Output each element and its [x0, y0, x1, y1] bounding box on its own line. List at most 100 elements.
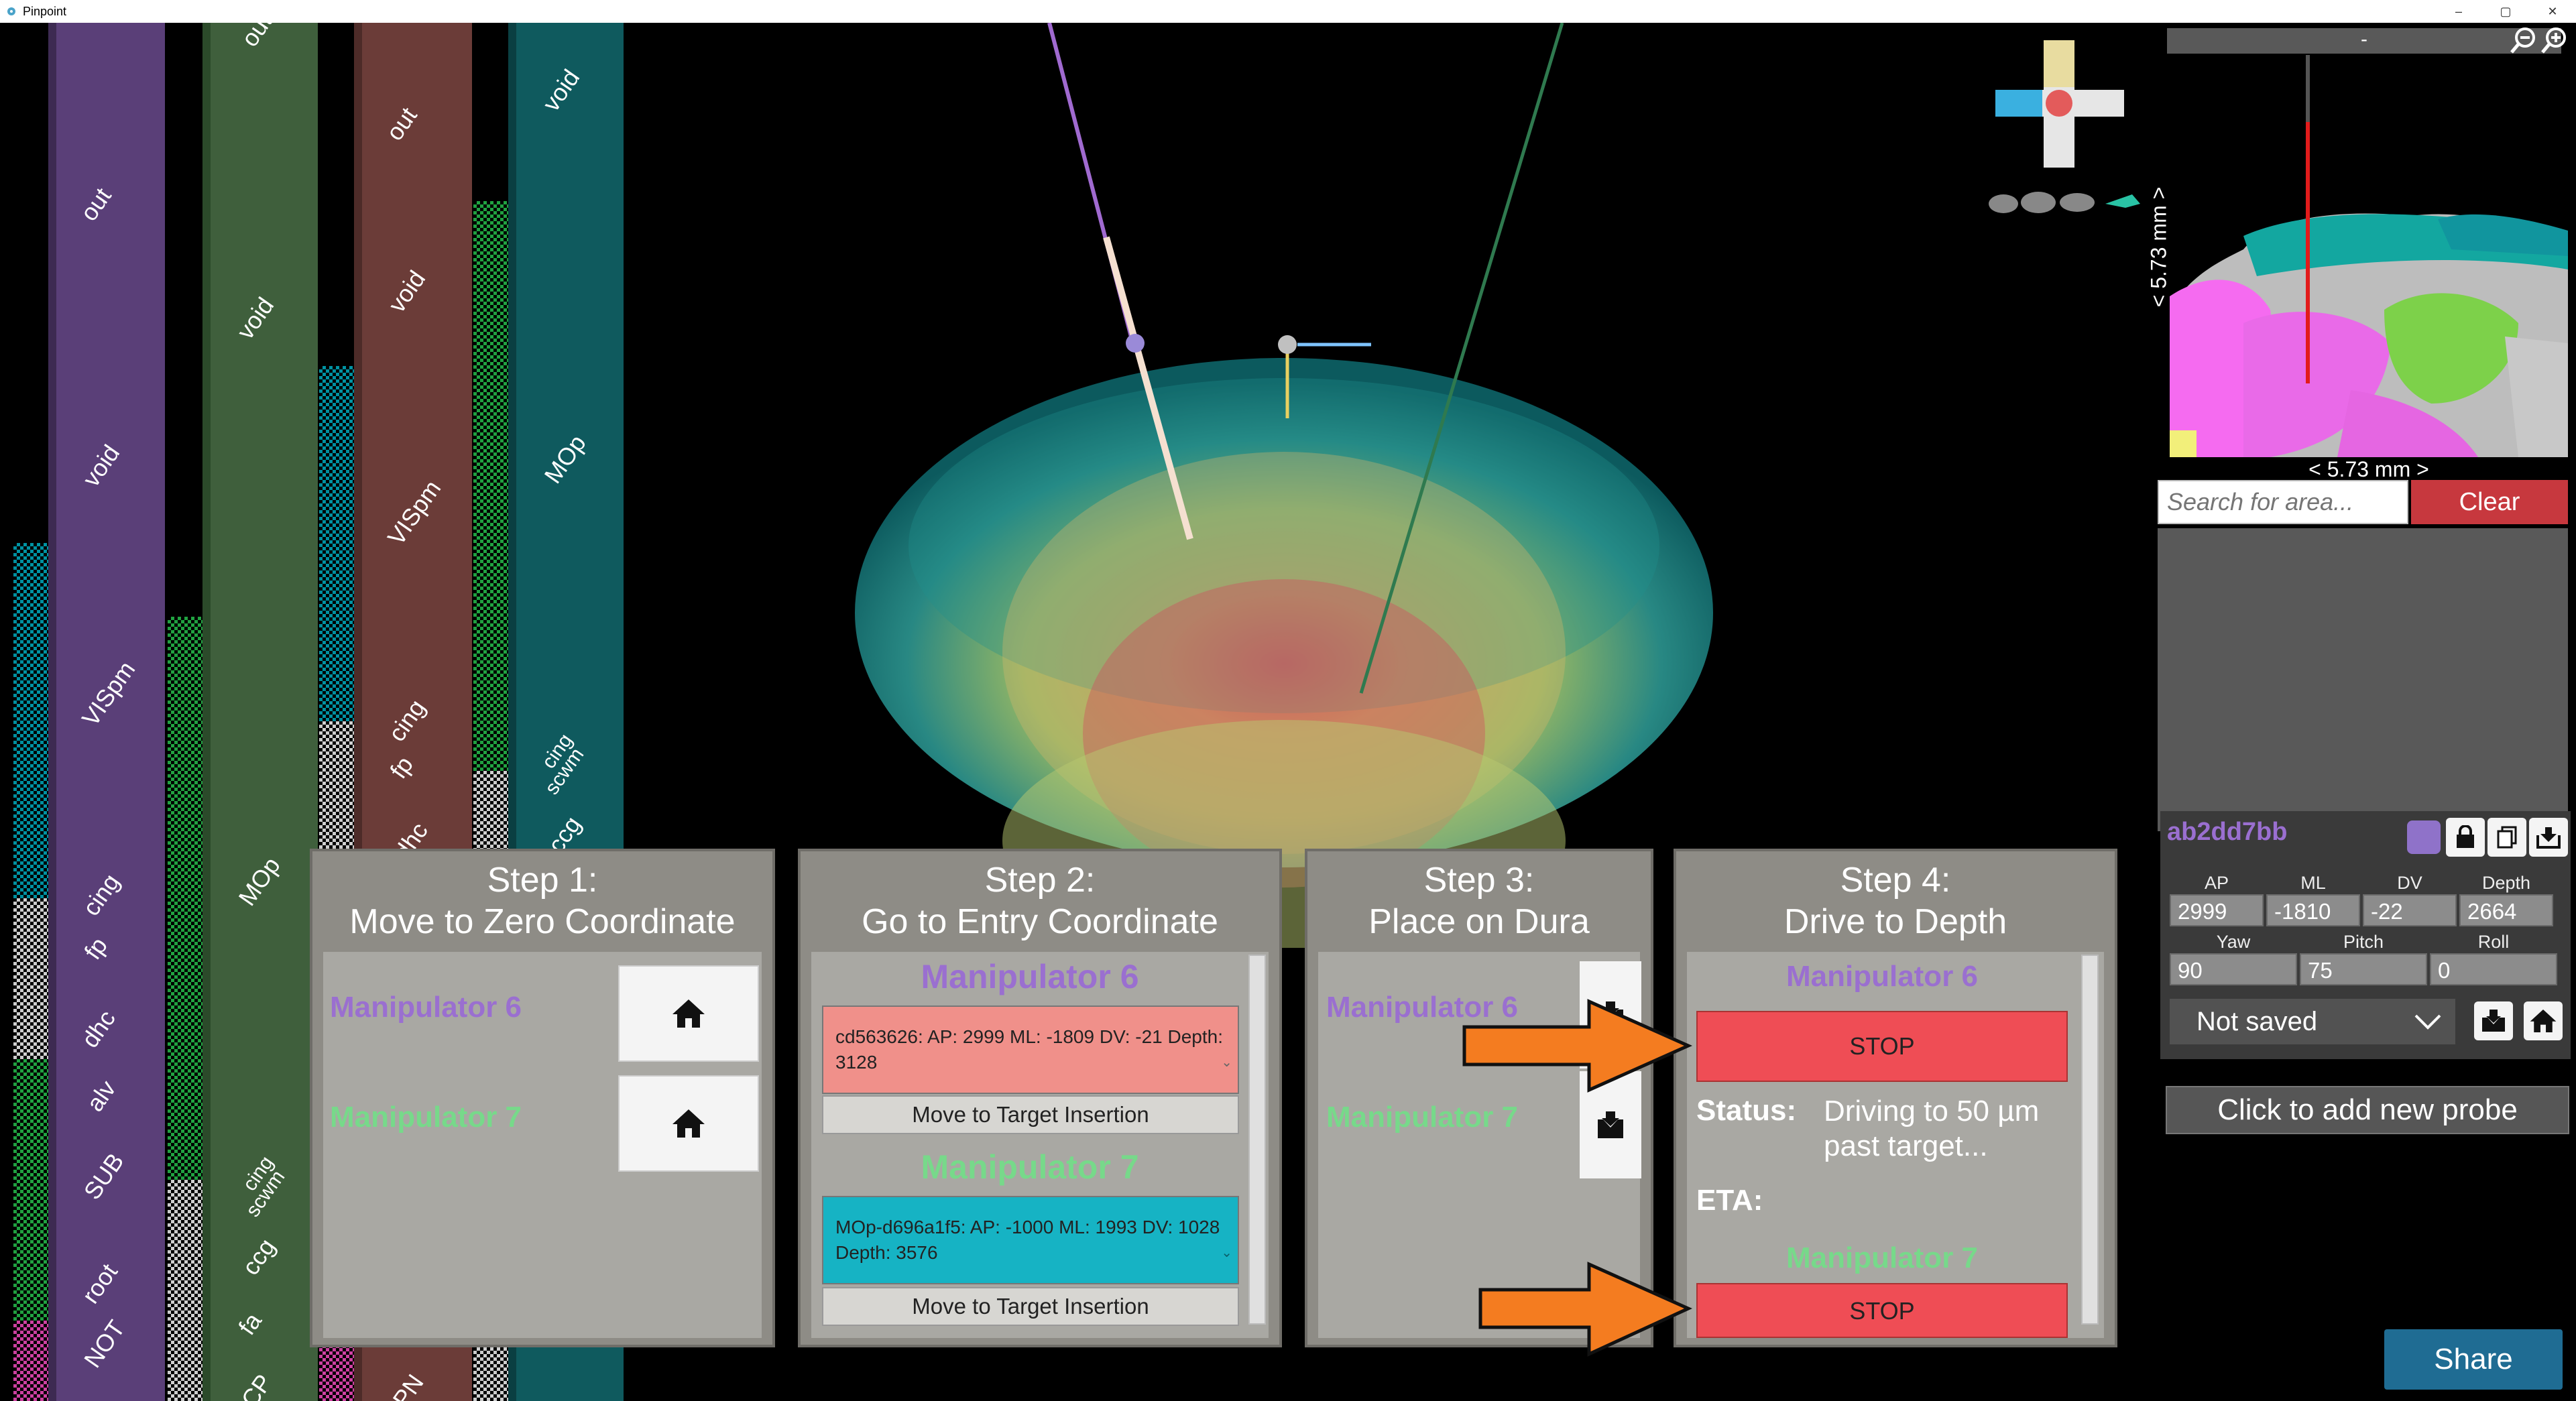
dv-field[interactable]: -22 [2363, 894, 2457, 926]
probe-track-1: out void VISpm cing fp dhc alv SUB root … [56, 23, 165, 1401]
track-depth-indicator [13, 1059, 48, 1321]
probe-6-recording-site [1103, 236, 1193, 540]
step-2-scrollbar[interactable] [1248, 955, 1266, 1325]
track-depth-indicator [13, 898, 48, 1059]
save-insertion-button[interactable] [2474, 1001, 2513, 1040]
minimize-button[interactable]: – [2455, 4, 2462, 18]
step-2-manipulator-6-label: Manipulator 6 [921, 958, 1139, 995]
track-area-label: dhc [76, 1005, 121, 1053]
download-icon [2482, 1010, 2505, 1032]
track-depth-indicator [168, 1180, 202, 1401]
close-button[interactable]: ✕ [2547, 4, 2558, 18]
horizontal-scale-label: < 5.73 mm > [2308, 457, 2429, 481]
download-button[interactable] [2529, 818, 2568, 857]
annotation-arrow [1462, 999, 1692, 1093]
step-4-body: Manipulator 6 STOP Status: Driving to 50… [1687, 952, 2104, 1338]
home-icon [672, 999, 705, 1028]
manipulator-7-stop-button[interactable]: STOP [1696, 1283, 2068, 1338]
track-depth-indicator [319, 366, 354, 721]
manipulator-6-move-to-target-button[interactable]: Move to Target Insertion [822, 1095, 1239, 1134]
track-area-label: CP [235, 1369, 278, 1401]
step-3-panel: Step 3: Place on Dura Manipulator 6 Mani… [1305, 849, 1653, 1347]
probe-6-tip-marker[interactable] [1126, 334, 1145, 353]
track-depth-indicator [13, 1321, 48, 1401]
copy-button[interactable] [2487, 818, 2526, 857]
manipulator-6-home-button[interactable] [618, 965, 759, 1062]
ml-caption: ML [2300, 873, 2326, 893]
restore-button[interactable]: ▢ [2500, 4, 2512, 18]
track-area-label: PN [387, 1369, 429, 1401]
status-value: Driving to 50 µm past target... [1824, 1095, 2040, 1162]
slice-slider-bar[interactable]: - [2167, 28, 2561, 54]
area-search-input[interactable] [2158, 480, 2408, 524]
manipulator-6-insertion-text: cd563626: AP: 2999 ML: -1809 DV: -21 Dep… [835, 1026, 1224, 1073]
track-area-label: out [74, 182, 117, 226]
home-probe-button[interactable] [2524, 1001, 2563, 1040]
track-depth-indicator [168, 617, 202, 1180]
clear-search-button[interactable]: Clear [2411, 480, 2568, 524]
home-icon [2530, 1010, 2557, 1032]
window-title: Pinpoint [23, 4, 67, 18]
vertical-scale-label: < 5.73 mm > [2146, 186, 2171, 308]
atlas-slice-view[interactable] [2170, 55, 2568, 457]
pitch-caption: Pitch [2343, 932, 2384, 952]
track-area-label: void [76, 439, 125, 492]
step-2-manipulator-7-label: Manipulator 7 [921, 1148, 1139, 1186]
step-1-title: Step 1: Move to Zero Coordinate [349, 861, 736, 941]
axis-gizmo[interactable] [1995, 40, 2124, 168]
lock-icon [2457, 825, 2474, 848]
area-results-list[interactable] [2158, 528, 2568, 831]
roll-field[interactable]: 0 [2430, 953, 2557, 985]
ml-field[interactable]: -1810 [2266, 894, 2360, 926]
step-3-title: Step 3: Place on Dura [1368, 861, 1590, 941]
zoom-out-icon[interactable] [2509, 25, 2538, 58]
share-button[interactable]: Share [2384, 1329, 2563, 1390]
zoom-in-icon[interactable] [2540, 25, 2569, 58]
track-area-label: cing [382, 694, 431, 747]
manipulator-7-insertion-text: MOp-d696a1f5: AP: -1000 ML: 1993 DV: 102… [835, 1217, 1220, 1263]
step-4-scrollbar[interactable] [2081, 955, 2099, 1325]
manipulator-6-insertion-dropdown[interactable]: cd563626: AP: 2999 ML: -1809 DV: -21 Dep… [822, 1006, 1239, 1094]
track-area-label: MOp [538, 430, 591, 489]
step-1-panel: Step 1: Move to Zero Coordinate Manipula… [310, 849, 775, 1347]
pitch-field[interactable]: 75 [2300, 953, 2427, 985]
add-probe-button[interactable]: Click to add new probe [2166, 1086, 2569, 1134]
track-area-label: ccg [236, 1233, 281, 1280]
step-3-manipulator-7-label: Manipulator 7 [1326, 1101, 1519, 1134]
probe-color-swatch[interactable] [2407, 820, 2441, 854]
step-4-manipulator-7-label: Manipulator 7 [1785, 1241, 1979, 1274]
track-area-label: cing [76, 868, 125, 921]
step-2-title: Step 2: Go to Entry Coordinate [862, 861, 1218, 941]
brain-3d-view[interactable] [624, 23, 2152, 948]
manipulator-7-move-to-target-button[interactable]: Move to Target Insertion [822, 1287, 1239, 1326]
rabbit-icon [2060, 193, 2095, 212]
manipulator-7-insertion-dropdown[interactable]: MOp-d696a1f5: AP: -1000 ML: 1993 DV: 102… [822, 1196, 1239, 1284]
ap-caption: AP [2204, 873, 2229, 893]
track-area-label: fa [233, 1307, 268, 1340]
ap-field[interactable]: 2999 [2170, 894, 2264, 926]
track-area-label: void [536, 64, 585, 117]
copy-icon [2497, 826, 2517, 849]
track-area-label: SUB [78, 1148, 129, 1205]
track-area-label: fp [384, 751, 419, 784]
probe-name: ab2dd7bb [2167, 818, 2288, 846]
track-area-label: alv [80, 1075, 121, 1117]
manipulator-6-stop-button[interactable]: STOP [1696, 1011, 2068, 1082]
probe-track-2: out void MOp cing scwm ccg fa CP [211, 23, 318, 1401]
track-edge [48, 23, 56, 1401]
annotation-arrow [1478, 1262, 1692, 1357]
depth-caption: Depth [2481, 873, 2531, 893]
origin-handle[interactable] [1278, 335, 1297, 354]
track-edge [202, 23, 211, 1401]
snail-icon [1989, 194, 2018, 213]
saved-insertion-dropdown[interactable]: Not saved [2170, 999, 2455, 1044]
depth-field[interactable]: 2664 [2459, 894, 2553, 926]
track-area-label: MOp [233, 852, 286, 911]
status-label: Status: [1696, 1094, 1797, 1127]
lock-button[interactable] [2446, 818, 2485, 857]
manipulator-7-home-button[interactable] [618, 1075, 759, 1172]
step-4-manipulator-6-label: Manipulator 6 [1785, 960, 1979, 993]
speed-selector[interactable] [1989, 192, 2140, 213]
yaw-field[interactable]: 90 [2170, 953, 2297, 985]
yaw-caption: Yaw [2216, 932, 2251, 952]
